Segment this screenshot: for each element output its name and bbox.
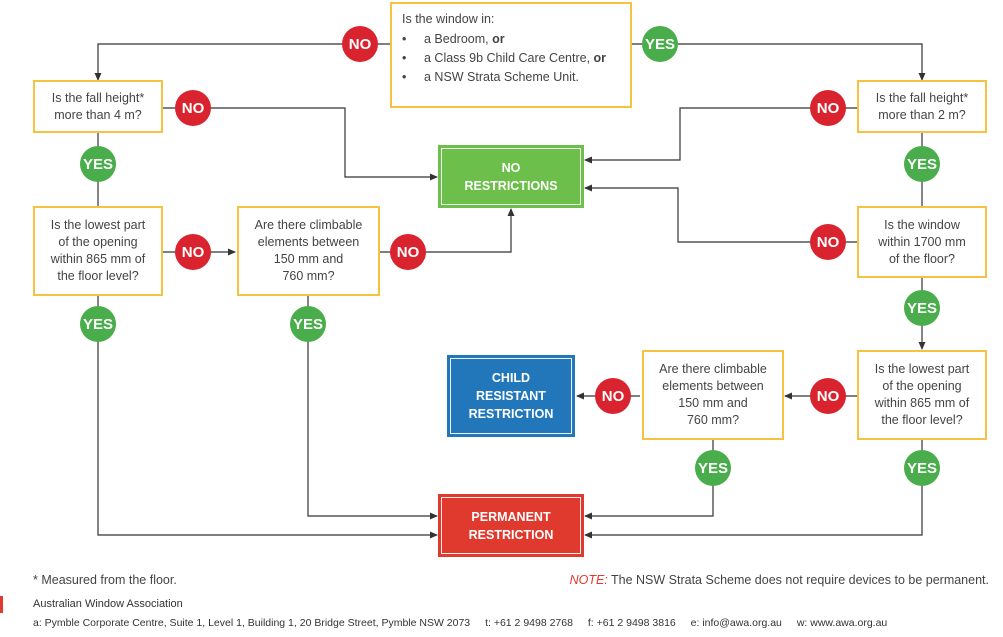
right-fall-height-question: Is the fall height*more than 2 m? (857, 80, 987, 133)
footer-accent-bar (0, 596, 3, 613)
bullet-icon: • (402, 70, 407, 84)
strata-note: NOTE: The NSW Strata Scheme does not req… (570, 573, 989, 587)
permanent-restriction-outcome: PERMANENT RESTRICTION (438, 494, 584, 557)
no-badge-left-q3: NO (390, 234, 426, 270)
left-fall-height-question: Is the fall height*more than 4 m? (33, 80, 163, 133)
note-text: The NSW Strata Scheme does not require d… (607, 573, 989, 587)
no-badge-left-q1: NO (175, 90, 211, 126)
footer-org-name: Australian Window Association (33, 598, 183, 610)
yes-badge-left-q3: YES (290, 306, 326, 342)
footer-phone: t: +61 2 9498 2768 (485, 617, 573, 629)
start-question-intro: Is the window in: (402, 12, 495, 26)
footer-contact-line: a: Pymble Corporate Centre, Suite 1, Lev… (33, 617, 887, 629)
start-question-box: Is the window in: • a Bedroom, or • a Cl… (390, 2, 632, 108)
start-question-list: • a Bedroom, or • a Class 9b Child Care … (402, 32, 620, 84)
list-item: • a Class 9b Child Care Centre, or (402, 51, 607, 65)
bullet-icon: • (402, 51, 407, 65)
yes-badge-left-q2: YES (80, 306, 116, 342)
no-badge-right-q4: NO (595, 378, 631, 414)
no-badge-right-q2: NO (810, 224, 846, 260)
no-badge-left-q2: NO (175, 234, 211, 270)
no-restrictions-outcome: NO RESTRICTIONS (438, 145, 584, 208)
footnote-measured: * Measured from the floor. (33, 573, 177, 587)
no-badge-right-q1: NO (810, 90, 846, 126)
yes-badge-right-q2: YES (904, 290, 940, 326)
bullet-icon: • (402, 32, 407, 46)
footer-address: a: Pymble Corporate Centre, Suite 1, Lev… (33, 617, 471, 629)
footer-email[interactable]: e: info@awa.org.au (690, 617, 782, 629)
yes-badge-right-q3: YES (904, 450, 940, 486)
note-label: NOTE: (569, 573, 608, 587)
yes-badge-left-q1: YES (80, 146, 116, 182)
footer-fax: f: +61 2 9498 3816 (587, 617, 676, 629)
yes-badge-start: YES (642, 26, 678, 62)
list-item: • a NSW Strata Scheme Unit. (402, 70, 579, 84)
list-item: • a Bedroom, or (402, 32, 505, 46)
yes-badge-right-q1: YES (904, 146, 940, 182)
footer-website[interactable]: w: www.awa.org.au (796, 617, 888, 629)
yes-badge-right-q4: YES (695, 450, 731, 486)
no-badge-start: NO (342, 26, 378, 62)
no-badge-right-q3: NO (810, 378, 846, 414)
child-resistant-outcome: CHILD RESISTANT RESTRICTION (447, 355, 575, 437)
